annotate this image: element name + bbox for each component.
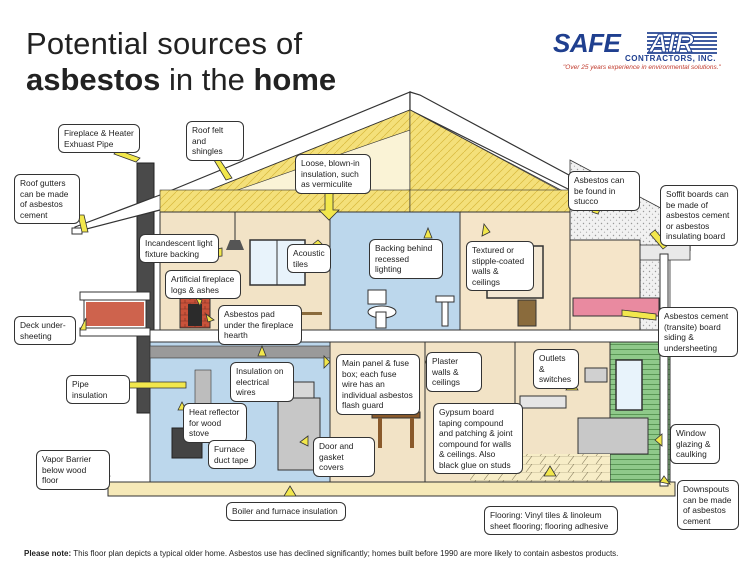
logo-tagline: "Over 25 years experience in environment… — [563, 64, 721, 71]
callout-fireplace-pipe: Fireplace & Heater Exhuast Pipe — [58, 124, 140, 153]
title-bold-asbestos: asbestos — [26, 62, 161, 97]
callout-soffit: Soffit boards can be made of asbestos ce… — [660, 185, 738, 246]
callout-flooring: Flooring: Vinyl tiles & linoleum sheet f… — [484, 506, 618, 535]
callout-pad-hearth: Asbestos pad under the fireplace hearth — [218, 305, 302, 345]
callout-acoustic: Acoustic tiles — [287, 244, 331, 273]
logo-subtitle: CONTRACTORS, INC. — [625, 54, 717, 63]
callout-pipe-insulation: Pipe insulation — [66, 375, 130, 404]
callout-outlets: Outlets & switches — [533, 349, 579, 389]
callout-plaster: Plaster walls & ceilings — [426, 352, 482, 392]
title-line-2: asbestos in the home — [26, 62, 336, 98]
callout-downspouts: Downspouts can be made of asbestos cemen… — [677, 480, 739, 530]
callout-deck: Deck under-sheeting — [14, 316, 76, 345]
logo-brand-air: AIR — [649, 28, 695, 59]
title-line-1: Potential sources of — [26, 26, 303, 61]
callout-wire-insulation: Insulation on electrical wires — [230, 362, 294, 402]
callout-roof-gutters: Roof gutters can be made of asbestos cem… — [14, 174, 80, 224]
footnote: Please note: This floor plan depicts a t… — [24, 549, 618, 558]
callout-window: Window glazing & caulking — [670, 424, 720, 464]
callout-heat-reflector: Heat reflector for wood stove — [183, 403, 247, 443]
title-bold-home: home — [253, 62, 337, 97]
callout-door-gasket: Door and gasket covers — [313, 437, 375, 477]
callout-loose-insulation: Loose, blown-in insulation, such as verm… — [295, 154, 371, 194]
callout-roof-felt: Roof felt and shingles — [186, 121, 244, 161]
title-middle: in the — [160, 62, 254, 97]
callout-vapor: Vapor Barrier below wood floor — [36, 450, 110, 490]
callout-stucco: Asbestos can be found in stucco — [568, 171, 640, 211]
callout-main-panel: Main panel & fuse box; each fuse wire ha… — [336, 354, 420, 415]
callout-transite: Asbestos cement (transite) board siding … — [658, 307, 738, 357]
safeair-logo: SAFE AIR CONTRACTORS, INC. "Over 25 year… — [553, 28, 723, 76]
callout-incandescent: Incandescent light fixture backing — [139, 234, 219, 263]
logo-brand-safe: SAFE — [553, 28, 621, 58]
callout-textured: Textured or stipple-coated walls & ceili… — [466, 241, 534, 291]
callout-boiler: Boiler and furnace insulation — [226, 502, 346, 521]
logo-stripes — [647, 32, 717, 54]
callout-artificial-logs: Artificial fireplace logs & ashes — [165, 270, 241, 299]
deck — [79, 291, 151, 337]
footnote-label: Please note: — [24, 549, 72, 558]
callout-furnace-tape: Furnace duct tape — [208, 440, 256, 469]
callout-backing-light: Backing behind recessed lighting — [369, 239, 443, 279]
callout-gypsum: Gypsum board taping compound and patchin… — [433, 403, 523, 474]
footnote-text: This floor plan depicts a typical older … — [71, 549, 619, 558]
